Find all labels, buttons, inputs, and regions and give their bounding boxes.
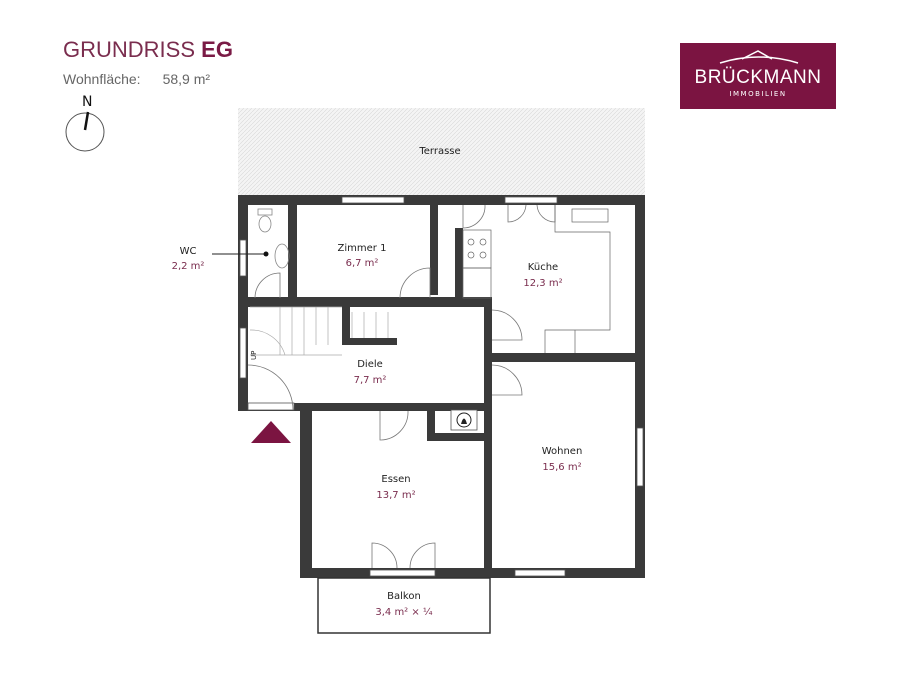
sink-icon	[571, 208, 609, 223]
title-floor: EG	[201, 37, 233, 62]
toilet-icon	[257, 208, 273, 216]
svg-text:Terrasse: Terrasse	[418, 146, 460, 157]
staircase	[249, 306, 389, 356]
room-diele: Diele 7,7 m²	[354, 359, 387, 386]
stove-icon	[462, 229, 492, 269]
washbasin-icon	[274, 243, 290, 269]
page-title: GRUNDRISS EG	[63, 37, 233, 63]
svg-text:15,6 m²: 15,6 m²	[542, 462, 581, 473]
svg-text:6,7 m²: 6,7 m²	[346, 258, 379, 269]
fireplace-icon	[450, 409, 478, 431]
svg-text:Wohnen: Wohnen	[542, 446, 583, 457]
room-kueche: Küche 12,3 m²	[523, 262, 562, 289]
svg-text:12,3 m²: 12,3 m²	[523, 278, 562, 289]
logo-sub: IMMOBILIEN	[729, 90, 787, 98]
svg-text:2,2 m²: 2,2 m²	[172, 261, 205, 272]
svg-text:Essen: Essen	[381, 474, 410, 485]
compass-icon: N	[65, 94, 105, 152]
kitchen-fixtures	[462, 205, 611, 353]
svg-text:Balkon: Balkon	[387, 591, 421, 602]
svg-text:3,4 m² × ¼: 3,4 m² × ¼	[375, 606, 433, 618]
walls	[238, 195, 645, 578]
title-main: GRUNDRISS	[63, 37, 196, 62]
svg-text:Diele: Diele	[357, 359, 383, 370]
brand-logo: BRÜCKMANN IMMOBILIEN	[680, 43, 836, 109]
windows	[239, 196, 644, 577]
room-wohnen: Wohnen 15,6 m²	[542, 446, 583, 473]
balcony-outline	[317, 577, 491, 634]
room-terrasse: Terrasse	[418, 146, 460, 157]
entrance-marker-icon	[251, 421, 291, 443]
living-area: Wohnfläche: 58,9 m²	[63, 71, 210, 87]
svg-text:Zimmer 1: Zimmer 1	[338, 243, 387, 254]
house-roof-icon	[719, 50, 799, 64]
room-zimmer1: Zimmer 1 6,7 m²	[338, 243, 387, 269]
area-label: Wohnfläche:	[63, 71, 141, 87]
svg-text:Küche: Küche	[528, 262, 558, 273]
stairs-up-label: UP	[250, 351, 258, 360]
room-balkon: Balkon 3,4 m² × ¼	[375, 591, 433, 618]
wc-fixtures	[257, 208, 290, 269]
svg-text:WC: WC	[180, 246, 197, 257]
wc-marker	[263, 251, 269, 257]
logo-name: BRÜCKMANN	[694, 67, 822, 88]
doors	[247, 204, 556, 569]
terrace-area	[238, 108, 645, 196]
room-wc: WC 2,2 m²	[172, 246, 205, 272]
svg-text:7,7 m²: 7,7 m²	[354, 375, 387, 386]
room-essen: Essen 13,7 m²	[376, 474, 415, 501]
svg-text:13,7 m²: 13,7 m²	[376, 490, 415, 501]
area-value: 58,9 m²	[162, 71, 211, 87]
compass-north-label: N	[82, 94, 92, 110]
